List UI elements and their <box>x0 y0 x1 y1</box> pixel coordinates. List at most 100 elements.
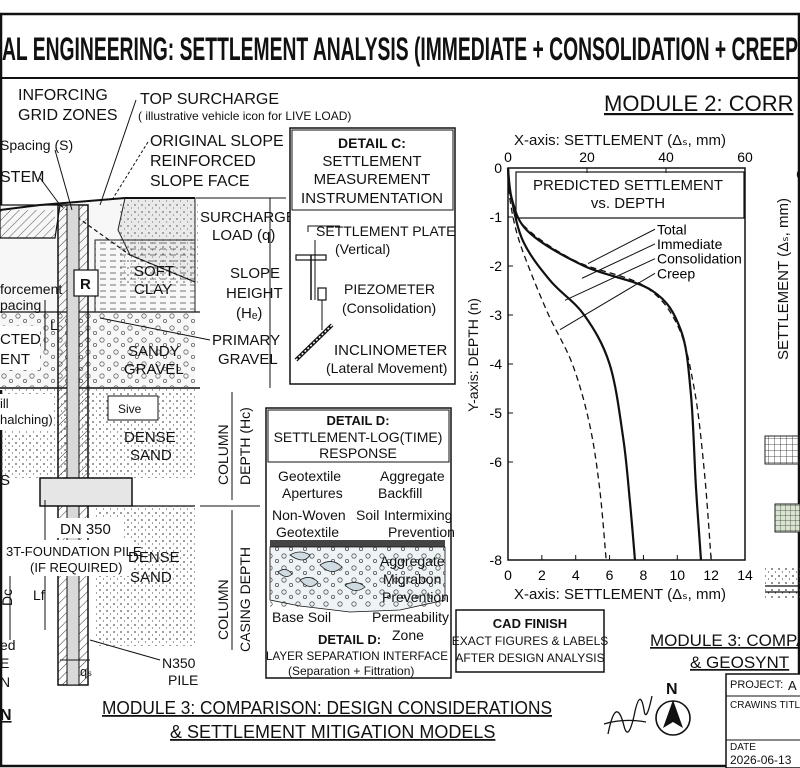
label-ed: ed <box>0 637 16 653</box>
y-tick-label: -8 <box>490 552 503 568</box>
legend-leader <box>581 243 656 279</box>
left-labels: INFORCING GRID ZONES Spacing (S) STEM TO… <box>0 87 351 724</box>
label-column-depth: COLUMN <box>215 424 231 485</box>
right-axis-char: C <box>796 167 800 184</box>
y-tick-label: -3 <box>490 307 503 323</box>
y-tick-label: -2 <box>490 258 503 274</box>
label-column-casing-2: CASING DEPTH <box>237 547 253 652</box>
label-n350: N350 <box>162 655 196 671</box>
y-tick-label: -6 <box>490 454 503 470</box>
detail-c-inclino: INCLINOMETER <box>334 342 448 359</box>
title-block-project-value: A <box>788 678 797 693</box>
legend-label-immediate: Immediate <box>657 236 723 252</box>
module-3-right-title: MODULE 3: COMPA <box>650 631 800 650</box>
sand-swatch <box>765 568 800 598</box>
module-3-right-subtitle: & GEOSYNT <box>690 653 789 672</box>
top-tick-label: 0 <box>504 149 512 165</box>
detail-d-permeability: Permeability <box>372 609 449 625</box>
title-block-date-value: 2026-06-13 <box>730 753 792 767</box>
label-lf: Lf <box>33 587 45 603</box>
label-e: E <box>0 655 9 671</box>
label-dense-sand-lower: DENSE <box>128 549 180 566</box>
title-block: PROJECT: A CRAWINS TITLE DATE 2026-06-13 <box>725 673 800 768</box>
grid-swatch <box>764 435 800 465</box>
series-line-immediate <box>506 167 703 561</box>
legend-label-consolidation: Consolidation <box>657 251 742 267</box>
label-dc: Dc <box>0 589 15 606</box>
detail-c-title-3: MEASUREMENT <box>314 171 431 188</box>
bottom-tick-label: 0 <box>504 567 512 583</box>
detail-d-prevention: Prevention <box>388 524 455 540</box>
label-if-required: (IF REQUIRED) <box>30 560 122 575</box>
detail-c-title-4: INSTRUMENTATION <box>301 190 443 207</box>
label-cted: CTED <box>0 331 41 348</box>
chart-xlabel-top: X-axis: SETTLEMENT (Δₛ, mm) <box>514 132 726 149</box>
detail-d-nonwoven: Non-Woven <box>272 507 346 523</box>
settlement-depth-chart: X-axis: SETTLEMENT (Δₛ, mm) X-axis: SETT… <box>465 132 753 603</box>
detail-c-piezo-sub: (Consolidation) <box>342 300 436 316</box>
detail-d-panel: DETAIL D: SETTLEMENT-LOG(TIME) RESPONSE … <box>265 407 455 679</box>
detail-d-title-3: RESPONSE <box>319 445 397 461</box>
label-foundation-pile: 3T-FOUNDATION PILE <box>6 544 142 559</box>
top-tick-label: 40 <box>658 149 674 165</box>
label-hatching: halching) <box>0 412 53 427</box>
label-spacing: Spacing (S) <box>0 137 73 153</box>
label-primary-gravel: GRAVEL <box>218 351 278 368</box>
title-block-project-label: PROJECT: <box>730 679 783 691</box>
series-line-creep <box>506 167 637 561</box>
label-stem: STEM <box>0 169 44 186</box>
label-slope-face: SLOPE FACE <box>150 173 250 190</box>
label-primary: PRIMARY <box>212 332 280 349</box>
label-soft-clay: SOFT <box>134 263 174 280</box>
bottom-tick-label: 2 <box>538 567 546 583</box>
title-block-drawing-title: CRAWINS TITLE <box>730 700 800 711</box>
detail-c-plate: SETTLEMENT PLATE <box>316 223 456 239</box>
y-tick-label: -4 <box>490 356 503 372</box>
label-ent: ENT <box>0 351 30 368</box>
signature <box>603 695 653 735</box>
module-3-bottom-subtitle: & SETTLEMENT MITIGATION MODELS <box>170 722 495 742</box>
label-grid-zones: GRID ZONES <box>18 107 118 124</box>
bottom-tick-label: 8 <box>640 567 648 583</box>
label-reinforced: REINFORCED <box>150 153 256 170</box>
y-tick-label: -5 <box>490 405 503 421</box>
legend-leader <box>587 228 656 264</box>
legend-leader <box>559 272 656 331</box>
series-line-consolidation <box>507 167 607 561</box>
module-3-bottom-title: MODULE 3: COMPARISON: DESIGN CONSIDERATI… <box>102 698 552 718</box>
legend-leader <box>564 258 656 301</box>
detail-d-soil: Soil <box>356 507 379 523</box>
right-axis-label: SETTLEMENT (Δₛ, mm) <box>775 198 792 360</box>
label-slope-height: SLOPE <box>230 265 280 282</box>
chart-frame <box>507 167 746 561</box>
chart-title-box <box>515 171 745 219</box>
label-reinforcing: INFORCING <box>18 87 108 104</box>
north-label: N <box>666 681 678 698</box>
detail-d-migration: Migrabon <box>383 571 441 587</box>
cad-finish-box: CAD FINISH EXACT FIGURES & LABELS AFTER … <box>452 609 609 673</box>
chart-title: PREDICTED SETTLEMENT <box>533 177 723 194</box>
detail-d-geotextile-2: Geotextile <box>276 524 339 540</box>
detail-c-title-1: DETAIL C: <box>338 135 406 151</box>
label-live-tag: Sive <box>118 402 142 416</box>
label-bottom-n: N <box>0 707 12 724</box>
detail-d-title-1: DETAIL D: <box>326 413 389 428</box>
bottom-tick-label: 12 <box>703 567 719 583</box>
detail-d-footer-2: LAYER SEPARATION INTERFACE <box>266 649 448 663</box>
chart-subtitle: vs. DEPTH <box>591 195 665 212</box>
label-sandy: SANDY <box>128 343 180 360</box>
label-qc: qₛ <box>80 664 92 679</box>
legend-label-total: Total <box>657 221 687 237</box>
detail-d-intermixing: Intermixing <box>384 507 452 523</box>
y-tick-label: 0 <box>494 160 502 176</box>
label-reinforcement: forcement <box>0 281 62 297</box>
bottom-tick-label: 4 <box>572 567 580 583</box>
label-slope-height-2: HEIGHT <box>226 285 283 302</box>
pile-cap <box>39 477 133 507</box>
cad-finish-line-1: EXACT FIGURES & LABELS <box>452 634 609 648</box>
label-fill: ill <box>0 396 9 411</box>
detail-c-inclino-sub: (Lateral Movement) <box>326 360 447 376</box>
detail-d-footer-3: (Separation + Fittration) <box>288 664 414 678</box>
label-dn350: DN 350 <box>60 521 111 538</box>
chart-xlabel-bottom: X-axis: SETTLEMENT (Δₛ, mm) <box>514 586 726 603</box>
